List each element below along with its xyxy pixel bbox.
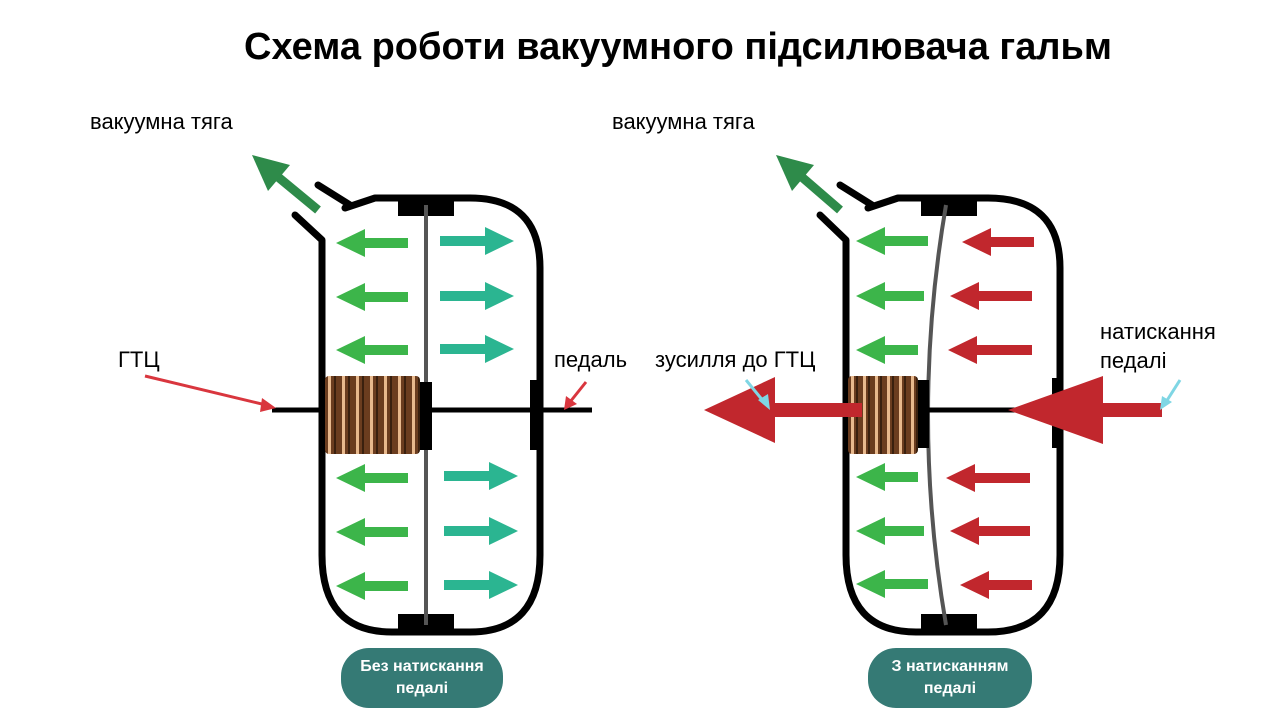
force-to-gtc-arrow <box>704 377 862 443</box>
left-green-arrows <box>336 229 408 600</box>
right-spring <box>848 376 918 454</box>
left-spring <box>325 376 420 454</box>
left-pedal-label: педаль <box>554 347 628 372</box>
left-gtc-pointer <box>144 374 276 412</box>
right-vacuum-arrow <box>776 155 843 214</box>
right-vacuum-label: вакуумна тяга <box>612 109 755 134</box>
right-caption-line2: педалі <box>923 680 977 697</box>
left-caption-badge: Без натискання педалі <box>341 648 503 708</box>
left-plate <box>420 382 432 450</box>
left-vacuum-arrow <box>252 155 321 214</box>
right-caption-badge: З натисканням педалі <box>868 648 1032 708</box>
right-booster-housing <box>816 181 1064 636</box>
left-pedal-pointer <box>564 381 588 410</box>
left-caption-line2: педалі <box>395 680 449 697</box>
press-pedal-label-line1: натискання <box>1100 319 1216 344</box>
left-booster-housing <box>291 181 544 636</box>
left-pedal-plate <box>530 380 542 450</box>
right-booster <box>704 155 1182 636</box>
left-gtc-label: ГТЦ <box>118 347 160 372</box>
force-to-gtc-label: зусилля до ГТЦ <box>655 347 816 372</box>
right-diaphragm <box>926 204 948 626</box>
press-label-pointer <box>1160 379 1182 410</box>
left-booster <box>144 155 592 636</box>
page-title: Схема роботи вакуумного підсилювача галь… <box>244 26 1112 68</box>
left-caption-line1: Без натискання <box>360 658 484 675</box>
force-label-pointer <box>744 379 770 410</box>
left-vacuum-label: вакуумна тяга <box>90 109 233 134</box>
right-plate <box>918 380 929 448</box>
pedal-press-arrow <box>1008 376 1162 444</box>
right-top-mount <box>921 196 977 216</box>
left-teal-arrows <box>440 227 518 599</box>
right-bottom-mount <box>921 614 977 634</box>
right-red-arrows <box>946 228 1034 599</box>
press-pedal-label: натискання педалі <box>1100 318 1216 375</box>
right-green-arrows <box>856 227 928 598</box>
press-pedal-label-line2: педалі <box>1100 347 1167 373</box>
right-caption-line1: З натисканням <box>891 658 1009 675</box>
